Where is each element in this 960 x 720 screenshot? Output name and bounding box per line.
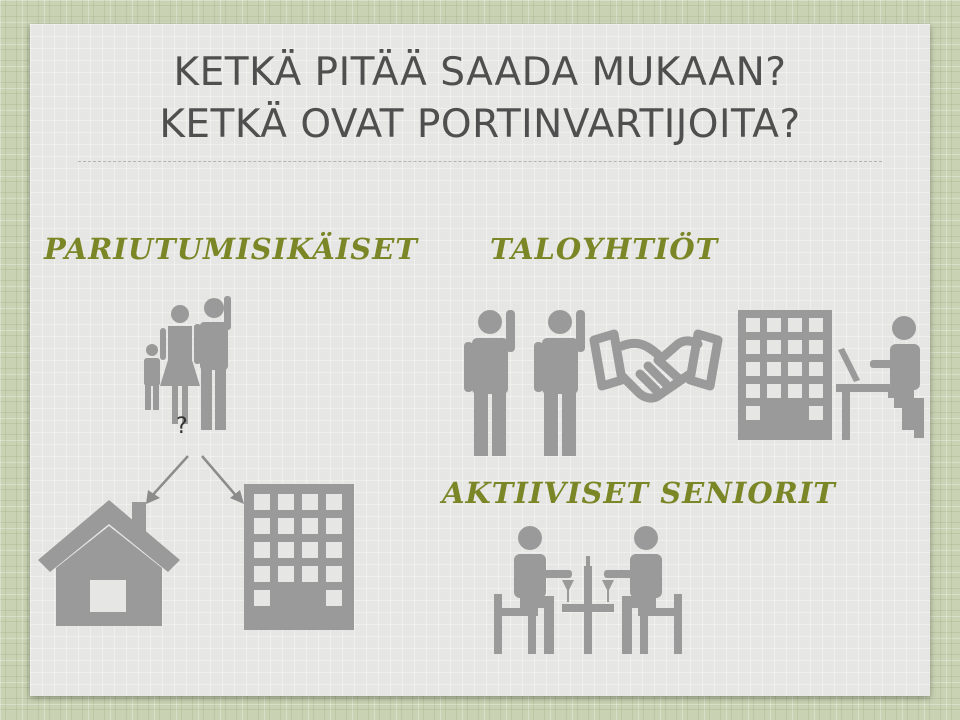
building-window xyxy=(302,566,318,582)
building-window xyxy=(326,590,342,606)
building-window xyxy=(254,494,270,510)
person-at-desk-icon xyxy=(836,316,924,440)
label-housing-companies: TALOYHTIÖT xyxy=(490,232,719,266)
building-window xyxy=(278,566,294,582)
building-window xyxy=(254,518,270,534)
title-line-1: KETKÄ PITÄÄ SAADA MUKAAN? xyxy=(173,50,787,95)
building-window xyxy=(788,384,802,398)
building-window xyxy=(809,406,823,420)
family-icon xyxy=(144,296,231,430)
building-window xyxy=(302,542,318,558)
building-window xyxy=(326,566,342,582)
label-active-seniors: AKTIIVISET SENIORIT xyxy=(442,476,836,510)
building-window xyxy=(278,542,294,558)
building-window xyxy=(809,384,823,398)
building-window xyxy=(254,566,270,582)
building-window xyxy=(746,384,760,398)
building-window xyxy=(767,340,781,354)
house-icon xyxy=(38,500,180,626)
slide: KETKÄ PITÄÄ SAADA MUKAAN? KETKÄ OVAT POR… xyxy=(30,24,930,696)
building-window xyxy=(326,542,342,558)
building-window xyxy=(788,362,802,376)
building-window xyxy=(254,590,270,606)
building-window xyxy=(254,542,270,558)
building-window xyxy=(809,318,823,332)
handshake-icon xyxy=(589,329,723,403)
building-window xyxy=(767,362,781,376)
arrow-left-icon xyxy=(146,455,189,504)
office-building-icon xyxy=(738,310,832,440)
building-window xyxy=(278,518,294,534)
building-window xyxy=(746,318,760,332)
arrow-right-icon xyxy=(201,455,244,504)
building-window xyxy=(746,340,760,354)
building-window xyxy=(809,340,823,354)
building-window xyxy=(302,494,318,510)
question-mark: ? xyxy=(176,414,188,439)
title-divider xyxy=(78,161,882,162)
building-window xyxy=(746,362,760,376)
building-window xyxy=(767,384,781,398)
building-window xyxy=(788,340,802,354)
label-couples: PARIUTUMISIKÄISET xyxy=(44,232,418,266)
building-window xyxy=(278,494,294,510)
building-window xyxy=(326,494,342,510)
people-icon xyxy=(464,310,585,456)
building-window xyxy=(746,406,760,420)
seniors-dining-icon xyxy=(494,526,682,654)
building-window xyxy=(788,318,802,332)
building-window xyxy=(326,518,342,534)
building-window xyxy=(767,318,781,332)
building-window xyxy=(809,362,823,376)
building-window xyxy=(302,518,318,534)
title-line-2: KETKÄ OVAT PORTINVARTIJOITA? xyxy=(159,102,801,147)
apartment-building-icon xyxy=(244,484,354,630)
